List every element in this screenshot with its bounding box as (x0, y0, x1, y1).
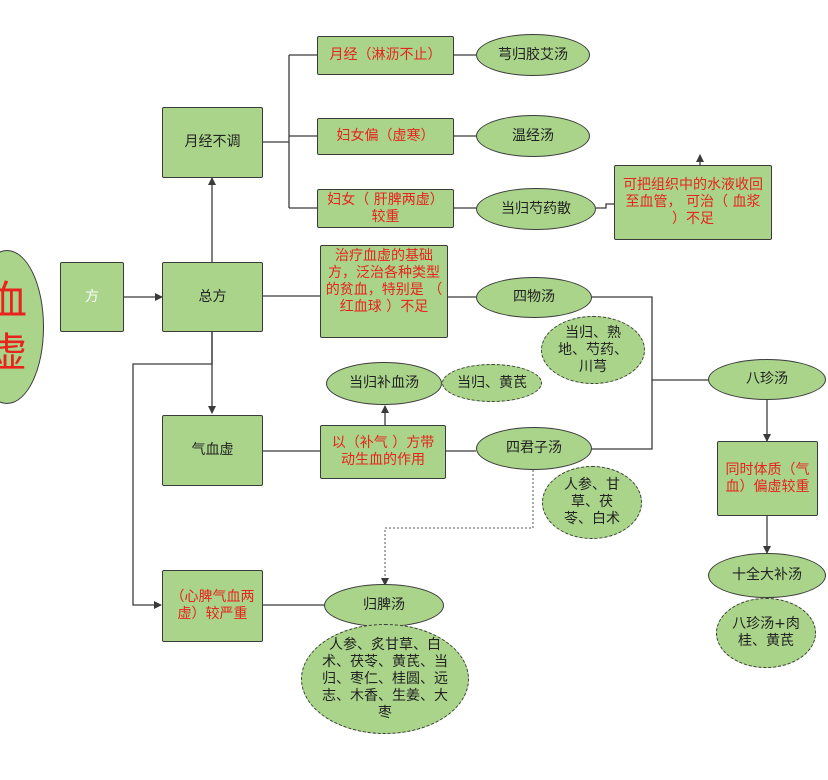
node-zongfang[interactable]: 总方 (162, 262, 263, 332)
node-bazhen-note: 同时体质（气血）偏虚较重 (717, 441, 818, 516)
node-guipi-herbs: 人参、炙甘草、白术、茯苓、黄芪、当归、枣仁、桂圆、远志、木香、生姜、大枣 (301, 624, 469, 734)
root-line-1: 血 (0, 278, 27, 324)
node-wenjing[interactable]: 温经汤 (476, 115, 590, 157)
node-siwu[interactable]: 四物汤 (476, 277, 592, 318)
node-yuejing-linli[interactable]: 月经（淋沥不止） (317, 36, 454, 75)
node-funu-ganpi[interactable]: 妇女（ 肝脾两虚）较重 (317, 189, 454, 228)
node-yuejing-buitiao[interactable]: 月经不调 (162, 107, 263, 178)
node-buqi-note: 以（补气 ）方带动生血的作用 (320, 425, 446, 479)
node-siwu-herbs: 当归、熟地、芍药、川芎 (541, 316, 645, 384)
node-dangguishaoyao[interactable]: 当归芍药散 (476, 188, 596, 230)
node-shiquan-herbs: 八珍汤+肉桂、黄芪 (716, 598, 816, 668)
node-bazhen[interactable]: 八珍汤 (708, 359, 826, 400)
node-sijunzi-herbs: 人参、甘草、茯苓、白术 (542, 466, 642, 539)
node-sijunzi[interactable]: 四君子汤 (476, 427, 592, 470)
root-line-2: 虚 (0, 330, 27, 376)
node-xiongguijiaoai[interactable]: 芎归胶艾汤 (476, 34, 590, 76)
node-shiquan[interactable]: 十全大补汤 (708, 553, 826, 598)
node-dangguibuxue[interactable]: 当归补血汤 (326, 362, 442, 405)
node-xinpi[interactable]: （心脾气血两虚）较严重 (162, 570, 263, 642)
node-zongfang-note: 治疗血虚的基础 方，泛治各种类型的贫血，特别是 （ 红血球 ）不足 (320, 245, 448, 338)
node-qixuexu[interactable]: 气血虚 (162, 415, 263, 486)
node-guipi[interactable]: 归脾汤 (324, 584, 444, 627)
node-danggui-note: 可把组织中的水液收回至血管， 可治（ 血浆 ）不足 (614, 165, 772, 240)
node-fang[interactable]: 方 (60, 262, 124, 332)
node-dangguibuxue-herbs: 当归、黄芪 (442, 364, 542, 402)
node-funu-xuhan[interactable]: 妇女偏（虚寒） (317, 118, 454, 155)
